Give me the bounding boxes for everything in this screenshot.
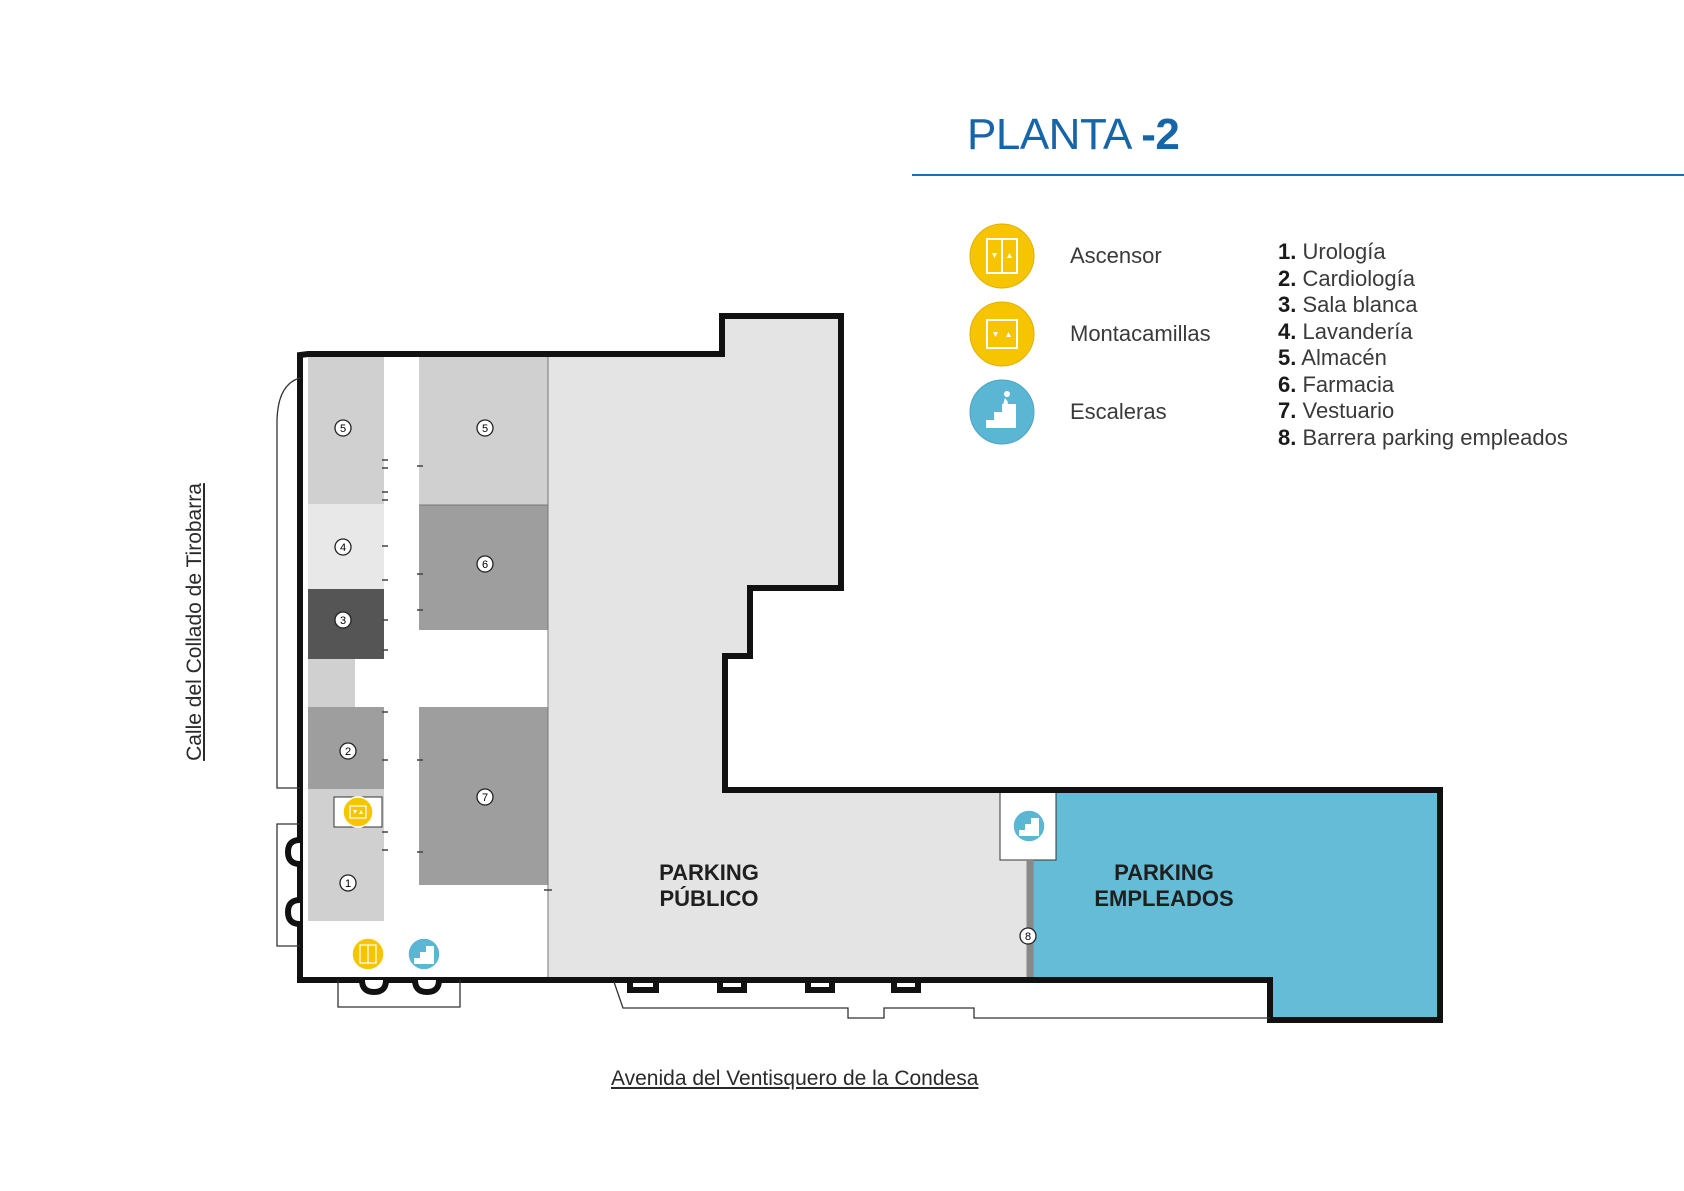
list-item: 8. Barrera parking empleados [1278,424,1568,450]
elevator-icon [351,937,385,971]
room-marker: 3 [334,611,352,629]
stretcher-lift-icon [342,796,374,828]
employee-parking-line1: PARKING [1114,860,1214,885]
elevator-icon [968,222,1036,290]
room-marker: 1 [339,874,357,892]
bottom-entrance-outline [337,980,461,1008]
svg-text:2: 2 [345,746,351,758]
legend-label: Montacamillas [1070,321,1211,346]
legend-stretcher-lift: Montacamillas [968,300,1211,368]
list-item: 3. Sala blanca [1278,292,1418,317]
title-floor-number: -2 [1141,110,1180,159]
room-marker: 7 [476,788,494,806]
svg-text:7: 7 [482,792,488,804]
employee-parking-area [1030,790,1440,1020]
stairs-icon [968,378,1036,446]
list-item: 2. Cardiología [1278,265,1415,291]
employee-parking-label: PARKING EMPLEADOS [1094,860,1233,912]
left-entrance-outline [276,823,300,947]
room-marker: 8 [1019,927,1037,945]
public-parking-line1: PARKING [659,860,759,885]
department-list: 1. Urología 2. Cardiología 3. Sala blanc… [1278,239,1568,451]
legend-label: Escaleras [1070,399,1167,424]
svg-text:8: 8 [1025,931,1031,943]
svg-text:5: 5 [340,423,346,435]
stairs-icon [407,937,441,971]
room-small-storage [308,659,355,707]
room-marker: 2 [339,742,357,760]
list-item: 5. Almacén [1278,345,1387,370]
building-outer-wall [297,313,1443,1023]
legend-elevator: Ascensor [968,222,1162,290]
bottom-wall-bumps [359,979,442,996]
list-item: 6. Farmacia [1278,371,1395,397]
employee-parking-line2: EMPLEADOS [1094,886,1234,911]
left-annex-outline [276,377,301,789]
room-marker: 5 [476,419,494,437]
legend-stairs: Escaleras [968,378,1167,446]
public-parking-line2: PÚBLICO [659,886,759,911]
list-item: 7. Vestuario [1278,398,1395,423]
room-marker: 4 [334,538,352,556]
title-prefix: PLANTA [967,110,1130,159]
svg-text:6: 6 [482,559,488,571]
bottom-street-outline [613,981,1270,1019]
svg-text:1: 1 [345,878,351,890]
legend-label: Ascensor [1070,243,1162,268]
list-item: 1. Urología [1278,239,1386,264]
svg-text:3: 3 [340,615,346,627]
public-parking-label: PARKING PÚBLICO [659,860,759,912]
svg-text:4: 4 [340,542,346,554]
room-marker: 5 [334,419,352,437]
stairs-icon [1012,809,1046,843]
public-parking-area [548,316,1030,978]
stretcher-lift-icon [968,300,1036,368]
street-name-left: Calle del Collado de Tirobarra [183,483,206,761]
list-item: 4. Lavandería [1278,318,1413,344]
street-name-bottom: Avenida del Ventisquero de la Condesa [611,1067,979,1090]
page-title: PLANTA -2 [967,110,1180,160]
left-wall-bumps [284,837,301,927]
svg-text:5: 5 [482,423,488,435]
title-divider [912,174,1684,176]
room-marker: 6 [476,555,494,573]
bottom-pillars [627,980,921,993]
door-ticks [382,459,552,891]
